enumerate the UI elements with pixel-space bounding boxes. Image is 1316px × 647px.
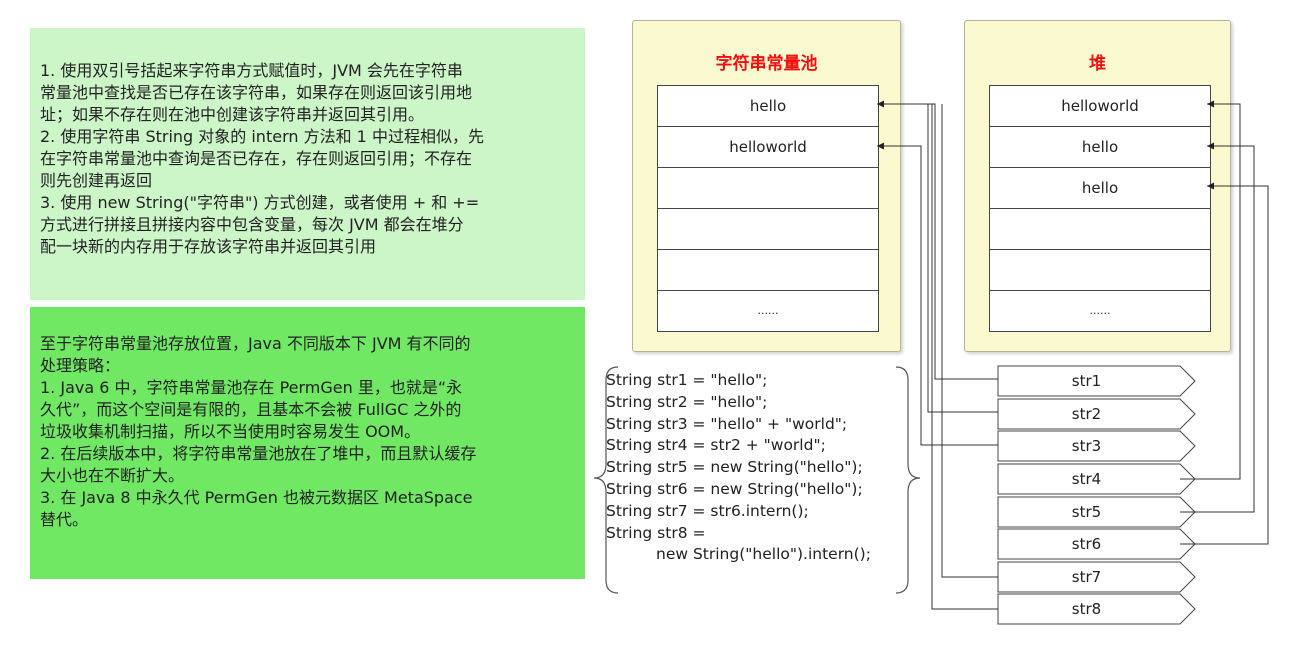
pool-slot: helloworld bbox=[658, 127, 878, 168]
var-label-str7: str7 bbox=[1071, 568, 1102, 586]
code-right-brace bbox=[895, 366, 921, 594]
ref-str7 bbox=[941, 104, 998, 578]
note-line: 替代。 bbox=[40, 510, 89, 529]
var-label-str2: str2 bbox=[1071, 405, 1102, 423]
code-line: String str7 = str6.intern(); bbox=[606, 501, 809, 520]
note-line: 址；如果不存在则在池中创建该字符串并返回其引用。 bbox=[40, 105, 425, 124]
note-line: 3. 在 Java 8 中永久代 PermGen 也被元数据区 MetaSpac… bbox=[40, 488, 473, 507]
heap-panel: 堆 helloworld hello hello ...... bbox=[964, 20, 1231, 352]
var-label-str8: str8 bbox=[1071, 600, 1102, 618]
pool-slot bbox=[658, 250, 878, 291]
pool-slot: hello bbox=[658, 86, 878, 127]
var-box-str4 bbox=[997, 463, 1196, 495]
var-box-str7 bbox=[997, 561, 1196, 593]
var-label-str1: str1 bbox=[1071, 372, 1102, 390]
note-line: 则先创建再返回 bbox=[40, 171, 153, 190]
note-pool-location: 至于字符串常量池存放位置，Java 不同版本下 JVM 有不同的 处理策略： 1… bbox=[30, 307, 585, 579]
note-line: 处理策略： bbox=[40, 356, 121, 375]
code-block: String str1 = "hello"; String str2 = "he… bbox=[606, 370, 871, 566]
code-line: String str1 = "hello"; bbox=[606, 371, 768, 389]
code-line: String str3 = "hello" + "world"; bbox=[606, 414, 848, 433]
var-box-str5 bbox=[997, 496, 1196, 528]
note-string-creation: 1. 使用双引号括起来字符串方式赋值时，JVM 会先在字符串 常量池中查找是否已… bbox=[30, 28, 585, 300]
heap-slot: helloworld bbox=[990, 86, 1210, 127]
pool-slot bbox=[658, 168, 878, 209]
var-box-str1 bbox=[997, 365, 1196, 397]
var-label-str4: str4 bbox=[1071, 470, 1102, 488]
note-line: 在字符串常量池中查询是否已存在，存在则返回引用；不存在 bbox=[40, 149, 473, 168]
note-line: 2. 使用字符串 String 对象的 intern 方法和 1 中过程相似，先 bbox=[40, 127, 484, 146]
note-line: 1. Java 6 中，字符串常量池存在 PermGen 里，也就是“永 bbox=[40, 378, 463, 397]
heap-slot bbox=[990, 209, 1210, 250]
code-line: String str2 = "hello"; bbox=[606, 392, 768, 411]
var-label-str3: str3 bbox=[1071, 437, 1102, 455]
ref-str5 bbox=[1180, 142, 1255, 513]
heap-slot: hello bbox=[990, 168, 1210, 209]
ref-str3 bbox=[877, 142, 998, 446]
note-line: 常量池中查找是否已存在该字符串，如果存在则返回该引用地 bbox=[40, 83, 473, 102]
code-left-brace bbox=[593, 366, 619, 594]
var-box-str2 bbox=[997, 398, 1196, 430]
note-line: 方式进行拼接且拼接内容中包含变量，每次 JVM 都会在堆分 bbox=[40, 215, 464, 234]
note-line: 2. 在后续版本中，将字符串常量池放在了堆中，而且默认缓存 bbox=[40, 444, 477, 463]
code-line: String str4 = str2 + "world"; bbox=[606, 436, 826, 455]
ref-str2 bbox=[927, 104, 998, 413]
ref-str6 bbox=[1180, 182, 1269, 545]
heap-slots: helloworld hello hello ...... bbox=[989, 85, 1211, 332]
heap-slot bbox=[990, 250, 1210, 291]
heap-slot: hello bbox=[990, 127, 1210, 168]
ref-str8 bbox=[931, 104, 998, 610]
note-line: 久代”，而这个空间是有限的，且基本不会被 FullGC 之外的 bbox=[40, 400, 462, 419]
note-line: 至于字符串常量池存放位置，Java 不同版本下 JVM 有不同的 bbox=[40, 334, 471, 353]
var-label-str5: str5 bbox=[1071, 503, 1102, 521]
var-box-str8 bbox=[997, 593, 1196, 625]
string-pool-panel: 字符串常量池 hello helloworld ...... bbox=[632, 20, 901, 352]
var-box-str6 bbox=[997, 528, 1196, 560]
note-line: 3. 使用 new String("字符串") 方式创建，或者使用 + 和 += bbox=[40, 193, 480, 212]
note-line: 1. 使用双引号括起来字符串方式赋值时，JVM 会先在字符串 bbox=[40, 61, 463, 80]
code-line: new String("hello").intern(); bbox=[656, 545, 871, 564]
note-line: 大小也在不断扩大。 bbox=[40, 466, 185, 485]
code-line: String str6 = new String("hello"); bbox=[606, 479, 863, 498]
string-pool-slots: hello helloworld ...... bbox=[657, 85, 879, 332]
heap-title: 堆 bbox=[1089, 54, 1106, 74]
string-pool-title: 字符串常量池 bbox=[715, 54, 818, 74]
note-line: 垃圾收集机制扫描，所以不当使用时容易发生 OOM。 bbox=[40, 422, 421, 441]
pool-slot bbox=[658, 209, 878, 250]
heap-slot-ellipsis: ...... bbox=[990, 291, 1210, 332]
ref-str1 bbox=[877, 100, 998, 380]
variable-shapes bbox=[997, 365, 1196, 625]
var-box-str3 bbox=[997, 430, 1196, 462]
ref-str4 bbox=[1180, 100, 1241, 480]
code-line: String str5 = new String("hello"); bbox=[606, 458, 863, 477]
pool-slot-ellipsis: ...... bbox=[658, 291, 878, 332]
note-line: 配一块新的内存用于存放该字符串并返回其引用 bbox=[40, 237, 377, 256]
var-label-str6: str6 bbox=[1071, 535, 1102, 553]
code-line: String str8 = bbox=[606, 523, 706, 542]
